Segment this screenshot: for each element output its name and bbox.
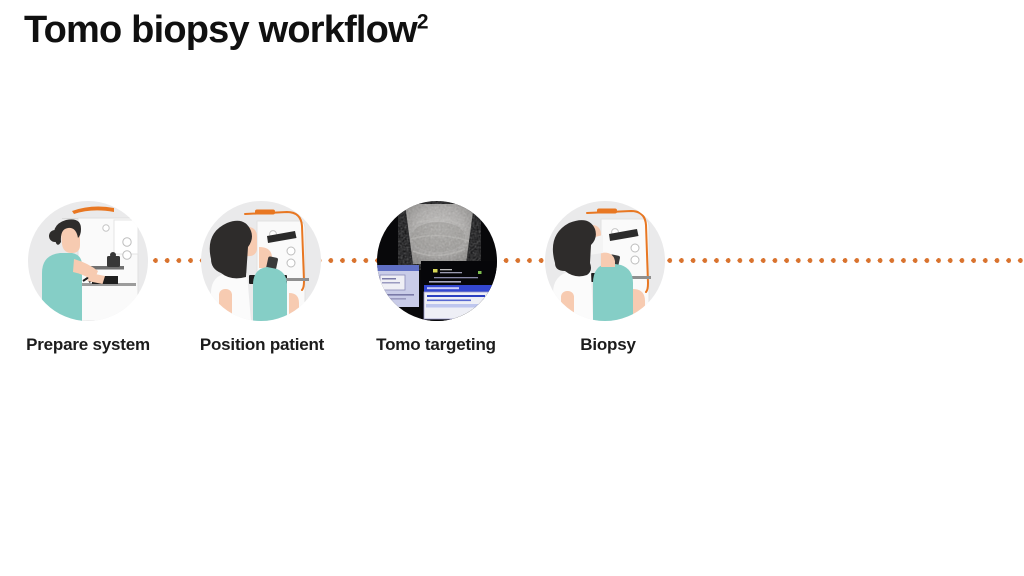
- step-biopsy: [545, 201, 665, 321]
- page-title: Tomo biopsy workflow2: [24, 8, 428, 54]
- step-prepare-system: [28, 201, 148, 321]
- step-label-position-patient: Position patient: [199, 335, 325, 354]
- step-label-tomo-targeting: Tomo targeting: [376, 335, 496, 354]
- step-label-prepare-system: Prepare system: [26, 335, 150, 354]
- tomo-targeting-screenshot: [377, 201, 497, 321]
- tomo-breast-image: [405, 204, 474, 264]
- mammography-machine: [62, 206, 139, 321]
- position-patient-illustration: [201, 201, 321, 321]
- page-title-text: Tomo biopsy workflow: [24, 9, 418, 51]
- clinician-figure: [42, 219, 105, 321]
- orange-gantry-outline: [586, 209, 650, 293]
- step-label-biopsy: Biopsy: [580, 335, 636, 354]
- step-tomo-targeting: [377, 201, 497, 321]
- orange-gantry-outline: [244, 210, 306, 291]
- targeting-software-windows: [377, 261, 497, 321]
- orange-accent-swoosh: [72, 206, 114, 214]
- biopsy-illustration: [545, 201, 665, 321]
- prepare-system-illustration: [28, 201, 148, 321]
- step-position-patient: [201, 201, 321, 321]
- footnote-reference: 2: [416, 10, 429, 34]
